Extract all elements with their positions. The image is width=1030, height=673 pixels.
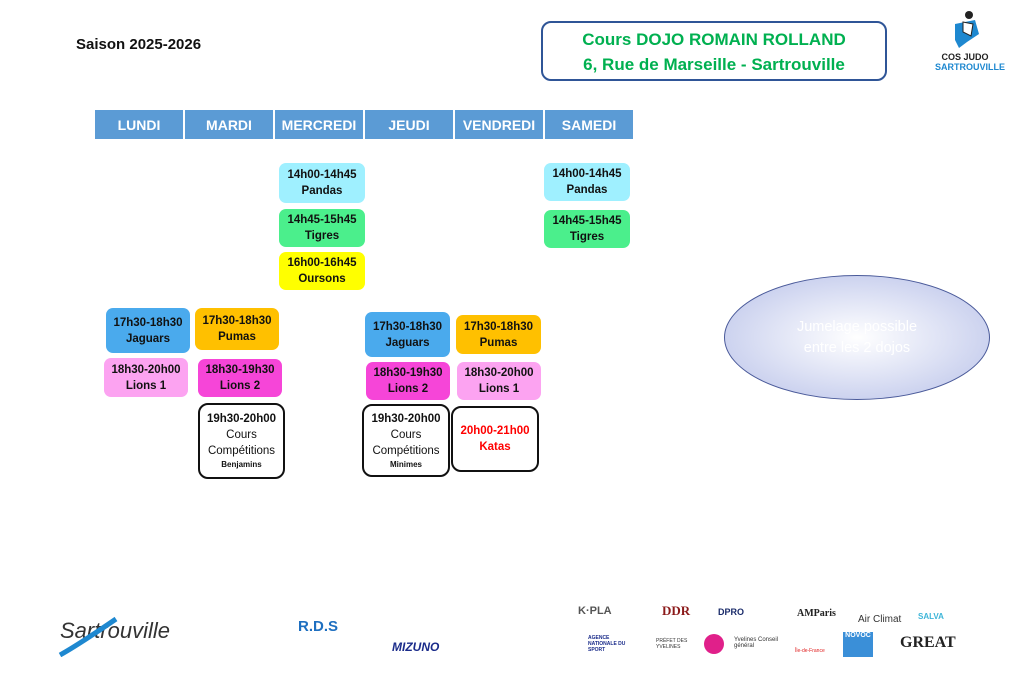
idf-logo: Île-de-France bbox=[795, 648, 825, 654]
great-logo: GREAT bbox=[900, 634, 956, 651]
ddr-logo: DDR bbox=[662, 603, 691, 618]
judoka-icon bbox=[955, 11, 979, 48]
class-name: Lions 1 bbox=[478, 383, 520, 395]
dojo-address: 6, Rue de Marseille - Sartrouville bbox=[583, 55, 845, 74]
class-time: 17h30-18h30 bbox=[463, 320, 534, 333]
class-name: Oursons bbox=[298, 273, 346, 285]
mizuno-logo: MIZUNO bbox=[392, 640, 440, 654]
class-name: Lions 2 bbox=[219, 380, 261, 392]
rds-logo: R.D.S bbox=[297, 618, 338, 635]
amparis-logo: AMParis bbox=[797, 608, 836, 619]
class-name: Pandas bbox=[301, 185, 343, 197]
class-name: Tigres bbox=[304, 230, 340, 242]
class-name: Katas bbox=[479, 441, 511, 453]
dpro-logo: DPRO bbox=[718, 607, 745, 617]
class-time: 14h45-15h45 bbox=[287, 214, 357, 226]
day-header-mardi: MARDI bbox=[185, 110, 273, 139]
class-time: 17h30-18h30 bbox=[202, 315, 272, 327]
day-header-mercredi: MERCREDI bbox=[275, 110, 363, 139]
class-time: 18h30-19h30 bbox=[373, 367, 443, 379]
class-time: 14h45-15h45 bbox=[552, 215, 622, 227]
class-time: 18h30-20h00 bbox=[464, 367, 534, 379]
salva-logo: SALVA bbox=[918, 612, 944, 621]
class-category: Benjamins bbox=[221, 460, 262, 469]
class-time: 19h30-20h00 bbox=[206, 413, 277, 425]
twinning-note: Jumelage possible entre les 2 dojos bbox=[724, 275, 990, 400]
class-time: 16h00-16h45 bbox=[287, 257, 357, 269]
class-name: Cours bbox=[390, 428, 422, 441]
class-name: Jaguars bbox=[385, 336, 430, 349]
dojo-name: Cours DOJO ROMAIN ROLLAND bbox=[582, 30, 846, 49]
day-header-samedi: SAMEDI bbox=[545, 110, 633, 139]
day-header-lundi: LUNDI bbox=[95, 110, 183, 139]
club-logo: COS JUDO SARTROUVILLE bbox=[935, 10, 1006, 72]
ans-logo: AGENCE NATIONALE DU SPORT bbox=[588, 635, 626, 653]
class-name: Pandas bbox=[566, 184, 608, 196]
class-name: Jaguars bbox=[125, 332, 171, 345]
class-time: 14h00-14h45 bbox=[287, 169, 357, 181]
sartrouville-wave-icon bbox=[58, 616, 118, 657]
class-name: Lions 1 bbox=[125, 379, 167, 392]
club-name: COS JUDO bbox=[941, 52, 989, 62]
note-line: Jumelage possible bbox=[796, 318, 918, 335]
yvelines-icon bbox=[704, 634, 724, 654]
day-header-vendredi: VENDREDI bbox=[455, 110, 543, 139]
class-time: 18h30-20h00 bbox=[111, 363, 181, 376]
class-time: 17h30-18h30 bbox=[113, 316, 183, 329]
note-line: entre les 2 dojos bbox=[803, 339, 911, 356]
class-time: 18h30-19h30 bbox=[205, 364, 275, 376]
kpla-logo: K·PLA bbox=[578, 605, 612, 617]
class-name: Pumas bbox=[218, 331, 256, 343]
class-name: Tigres bbox=[569, 231, 605, 243]
class-category: Minimes bbox=[389, 459, 422, 469]
yvelines-logo: Yvelines Conseil général bbox=[734, 637, 779, 649]
day-header-jeudi: JEUDI bbox=[365, 110, 453, 139]
class-name: Compétitions bbox=[372, 444, 440, 457]
class-time: 19h30-20h00 bbox=[371, 412, 441, 425]
class-time: 17h30-18h30 bbox=[372, 320, 443, 333]
club-city: SARTROUVILLE bbox=[935, 62, 1006, 72]
season-label: Saison 2025-2026 bbox=[76, 36, 202, 53]
class-name: Lions 2 bbox=[387, 383, 429, 395]
class-time: 20h00-21h00 bbox=[460, 425, 530, 437]
class-name: Compétitions bbox=[207, 445, 276, 457]
class-name: Pumas bbox=[479, 336, 518, 349]
dojo-title-box: Cours DOJO ROMAIN ROLLAND 6, Rue de Mars… bbox=[541, 21, 887, 81]
class-name: Cours bbox=[226, 429, 257, 441]
class-time: 14h00-14h45 bbox=[552, 168, 622, 180]
prefet-logo: PRÉFET DES YVELINES bbox=[656, 638, 688, 650]
novoc-logo: NOVOC bbox=[843, 632, 873, 657]
airclimat-logo: Air Climat bbox=[858, 614, 902, 625]
